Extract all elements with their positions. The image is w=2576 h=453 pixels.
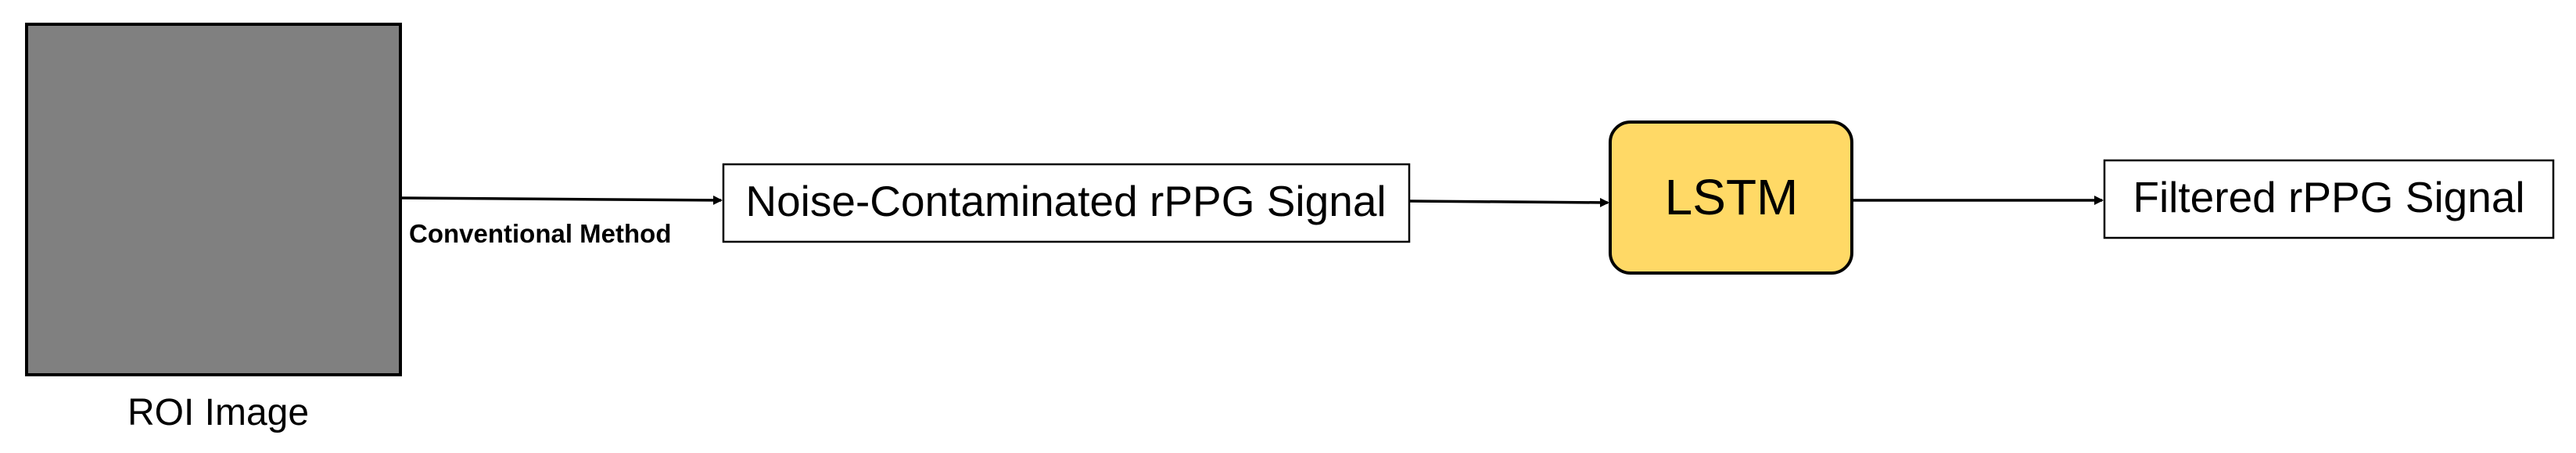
- lstm-label: LSTM: [1665, 169, 1799, 225]
- filtered-signal-node: Filtered rPPG Signal: [2103, 159, 2555, 239]
- roi-image-caption: ROI Image: [127, 392, 309, 433]
- filtered-signal-label: Filtered rPPG Signal: [2133, 173, 2524, 221]
- edge-label-conventional-method: Conventional Method: [409, 219, 671, 248]
- noise-signal-box: [722, 163, 1411, 243]
- noise-signal-label: Noise-Contaminated rPPG Signal: [745, 177, 1386, 225]
- arrow-noise-to-lstm: [1408, 197, 1609, 207]
- lstm-node: LSTM: [1609, 120, 1853, 275]
- roi-image-node: ROI Image: [25, 23, 402, 433]
- filtered-signal-box: [2103, 159, 2555, 239]
- noise-signal-node: Noise-Contaminated rPPG Signal: [722, 163, 1411, 243]
- lstm-box: [1609, 120, 1853, 275]
- roi-image: [25, 23, 402, 376]
- edge-conventional-method: Conventional Method: [400, 195, 723, 248]
- arrow-roi-to-noise: [400, 195, 723, 205]
